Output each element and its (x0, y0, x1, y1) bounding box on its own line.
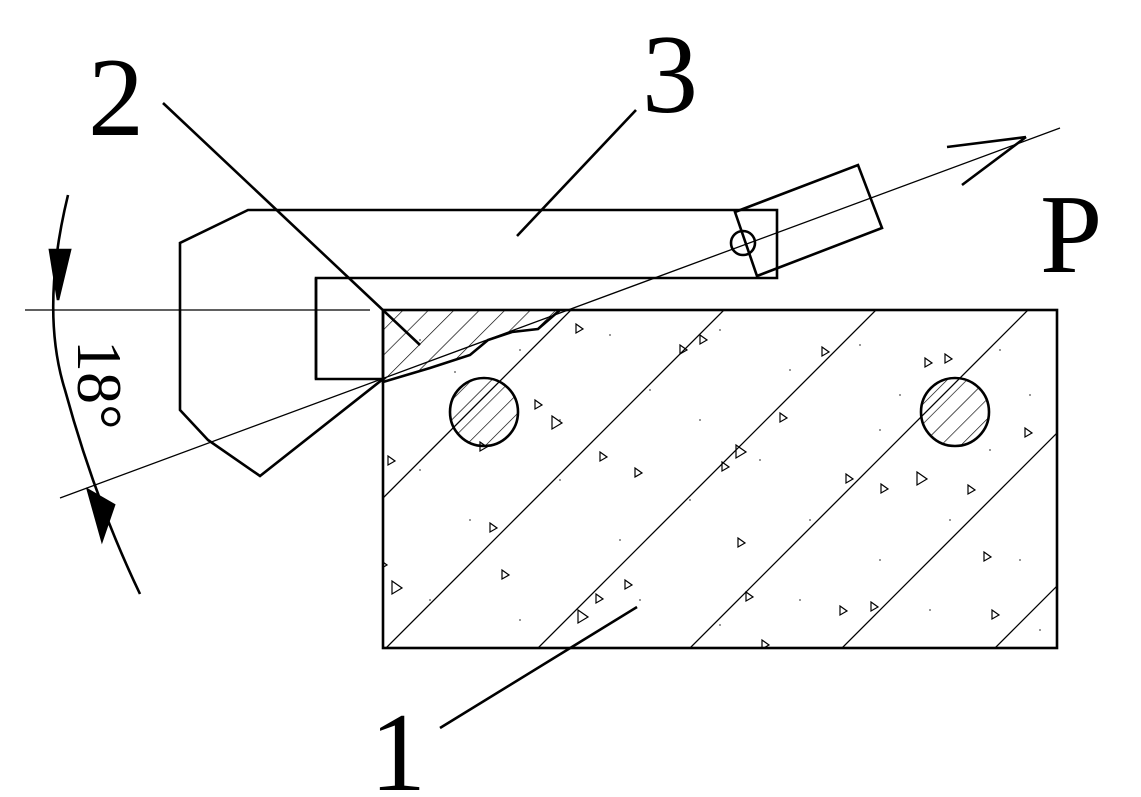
callout-label-1: 1 (370, 691, 426, 797)
force-label: P (1040, 173, 1102, 297)
callout-label-3: 3 (642, 13, 698, 137)
concrete-block (381, 308, 1059, 650)
angle-arrow-bottom (85, 487, 116, 545)
force-axis-line (59, 127, 1061, 499)
leader-line-1 (439, 605, 638, 730)
angle-dimension (48, 194, 142, 595)
bolt-right (919, 376, 991, 448)
pull-link (729, 163, 884, 278)
reference-lines (25, 127, 1061, 499)
bolt-left (448, 376, 520, 448)
leader-line-2 (162, 102, 421, 346)
pin-circle (729, 229, 757, 257)
leader-line-3 (516, 109, 637, 237)
leader-lines (162, 102, 638, 730)
callout-label-2: 2 (88, 36, 144, 160)
force-arrow (946, 135, 1027, 187)
angle-label: 18° (64, 340, 135, 430)
angle-arrow-top (48, 248, 72, 301)
